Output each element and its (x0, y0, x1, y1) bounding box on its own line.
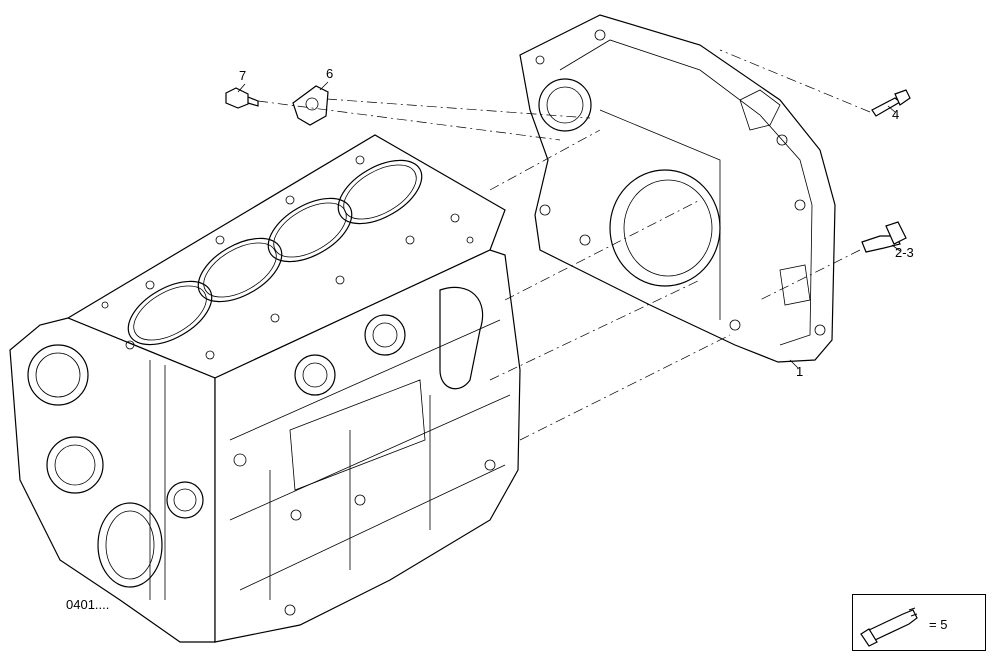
bolt-part-2-3 (861, 221, 907, 253)
screw-part-7 (225, 87, 259, 109)
sealant-legend-box: = 5 (852, 594, 986, 651)
callout-leaders (237, 81, 901, 369)
bracket-part-6 (292, 85, 329, 126)
sealant-tube-icon (860, 607, 918, 647)
callout-label-7: 7 (239, 68, 247, 83)
callout-label-6: 6 (326, 66, 334, 81)
callout-label-1: 1 (796, 364, 804, 379)
engine-block (9, 134, 521, 643)
legend-label: = 5 (929, 617, 948, 632)
drawing-reference-code: 0401.... (66, 597, 110, 612)
bolt-part-4 (871, 89, 911, 117)
callout-label-4: 4 (892, 107, 900, 122)
callout-label-2-3: 2-3 (895, 245, 914, 260)
rear-cover-plate (519, 14, 836, 363)
assembly-guide-lines (257, 49, 871, 441)
